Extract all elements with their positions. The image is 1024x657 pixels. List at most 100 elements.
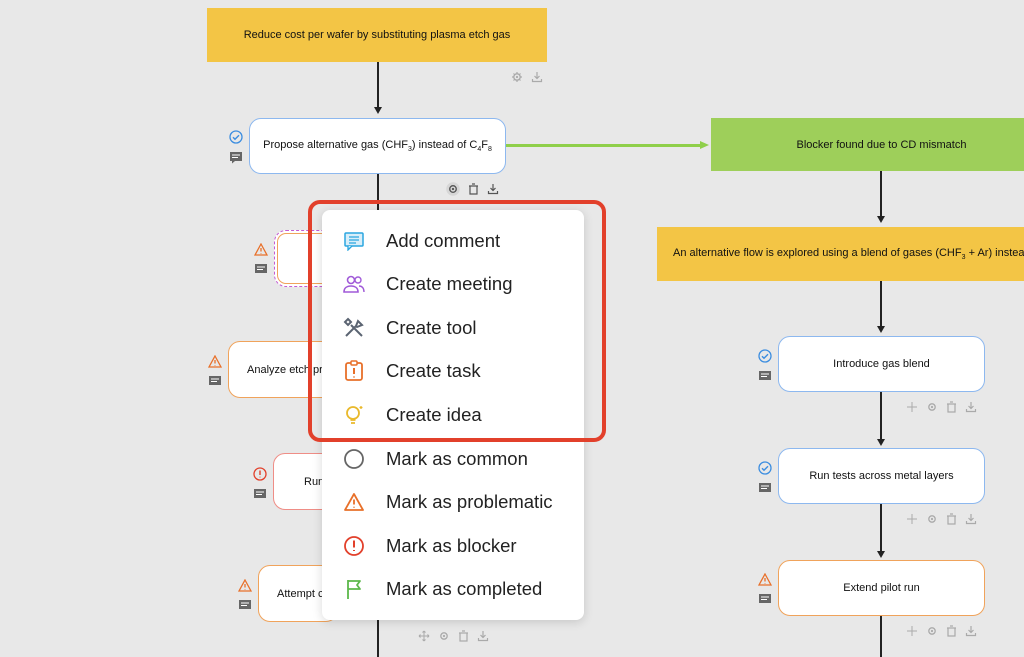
move-icon[interactable] [906, 513, 918, 525]
comment-icon[interactable] [238, 599, 252, 612]
goal-node[interactable]: Reduce cost per wafer by substituting pl… [207, 8, 547, 62]
left-node-5-label: Run [304, 475, 325, 488]
comment-icon[interactable] [229, 151, 243, 164]
menu-item-mark-completed[interactable]: Mark as completed [322, 568, 584, 610]
left-node-4[interactable]: Analyze etch pro [228, 341, 338, 398]
move-icon[interactable] [906, 401, 918, 413]
arrow-head [877, 439, 885, 446]
menu-label: Add comment [386, 230, 501, 251]
move-icon[interactable] [418, 630, 430, 642]
menu-item-mark-common[interactable]: Mark as common [322, 438, 584, 480]
gear-icon[interactable] [438, 630, 450, 642]
goal-node-label: Reduce cost per wafer by substituting pl… [243, 29, 511, 41]
menu-label: Create tool [386, 317, 477, 338]
comment-icon[interactable] [208, 375, 222, 388]
tools-icon [343, 317, 364, 337]
menu-item-add-comment[interactable]: Add comment [322, 220, 584, 262]
download-icon[interactable] [531, 71, 543, 83]
download-icon[interactable] [477, 630, 489, 642]
arrow-head [877, 326, 885, 333]
blocker-node[interactable]: Blocker found due to CD mismatch [711, 118, 1024, 171]
gear-icon[interactable] [446, 182, 460, 196]
gas-blend-node-label: Introduce gas blend [833, 358, 930, 370]
context-menu: Add comment Create meeting Create tool C… [322, 210, 584, 620]
arrow-head-right [700, 141, 709, 149]
left-node-6-label: Attempt c [277, 587, 324, 600]
alt-flow-node-label: An alternative flow is explored using a … [673, 246, 1024, 262]
download-icon[interactable] [965, 625, 977, 637]
warning-icon [237, 578, 253, 592]
flag-icon [347, 580, 361, 599]
menu-label: Mark as blocker [386, 535, 517, 556]
comment-icon[interactable] [758, 370, 772, 383]
warning-icon [344, 493, 364, 511]
download-icon[interactable] [487, 183, 499, 195]
left-node-4-status [207, 354, 224, 393]
arrow-head [877, 551, 885, 558]
trash-icon[interactable] [468, 183, 479, 195]
menu-label: Mark as completed [386, 578, 543, 599]
menu-label: Mark as common [386, 448, 528, 469]
check-circle-icon [758, 461, 772, 475]
menu-label: Create meeting [386, 273, 513, 294]
circle-icon [344, 449, 364, 469]
download-icon[interactable] [965, 513, 977, 525]
connector-propose-blocker [506, 144, 702, 147]
connector-right-1 [880, 171, 882, 217]
warning-icon [207, 354, 223, 368]
tests-node-label: Run tests across metal layers [809, 470, 954, 482]
alt-flow-node[interactable]: An alternative flow is explored using a … [657, 227, 1024, 281]
trash-icon[interactable] [946, 513, 957, 525]
gas-blend-node-status [758, 349, 774, 388]
comment-icon[interactable] [254, 263, 268, 276]
left-node-6-status [237, 578, 254, 617]
menu-item-create-meeting[interactable]: Create meeting [322, 263, 584, 305]
download-icon[interactable] [965, 401, 977, 413]
connector-right-4 [880, 504, 882, 552]
propose-node-status [229, 130, 245, 169]
menu-label: Create idea [386, 404, 482, 425]
menu-item-create-idea[interactable]: Create idea [322, 394, 584, 436]
menu-item-create-tool[interactable]: Create tool [322, 307, 584, 349]
tests-node-status [758, 461, 774, 500]
extend-pilot-node-status [757, 572, 774, 611]
gear-icon[interactable] [926, 401, 938, 413]
blocker-icon [253, 467, 267, 481]
extend-pilot-node[interactable]: Extend pilot run [778, 560, 985, 616]
arrow-head [877, 216, 885, 223]
menu-item-create-task[interactable]: Create task [322, 350, 584, 392]
gas-blend-node-toolbar [906, 401, 977, 413]
comment-icon[interactable] [758, 593, 772, 606]
extend-pilot-node-label: Extend pilot run [843, 582, 920, 594]
menu-item-mark-problematic[interactable]: Mark as problematic [322, 481, 584, 523]
menu-item-mark-blocker[interactable]: Mark as blocker [322, 525, 584, 567]
gear-icon[interactable] [926, 513, 938, 525]
gear-icon[interactable] [511, 71, 523, 83]
gear-icon[interactable] [926, 625, 938, 637]
propose-node[interactable]: Propose alternative gas (CHF3) instead o… [249, 118, 506, 174]
connector-right-5 [880, 616, 882, 657]
gas-blend-node[interactable]: Introduce gas blend [778, 336, 985, 392]
meeting-icon [343, 275, 365, 293]
goal-node-toolbar [511, 71, 543, 83]
tests-node[interactable]: Run tests across metal layers [778, 448, 985, 504]
extend-pilot-node-toolbar [906, 625, 977, 637]
warning-icon [757, 572, 773, 586]
comment-icon[interactable] [253, 488, 267, 501]
blocker-node-label: Blocker found due to CD mismatch [796, 138, 967, 151]
move-icon[interactable] [906, 625, 918, 637]
trash-icon[interactable] [946, 625, 957, 637]
comment-icon[interactable] [758, 482, 772, 495]
menu-label: Mark as problematic [386, 491, 553, 512]
trash-icon[interactable] [458, 630, 469, 642]
left-node-6-toolbar [418, 630, 489, 642]
warning-icon [253, 242, 269, 256]
idea-icon [346, 406, 363, 424]
menu-label: Create task [386, 360, 481, 381]
trash-icon[interactable] [946, 401, 957, 413]
tests-node-toolbar [906, 513, 977, 525]
check-circle-icon [758, 349, 772, 363]
comment-icon [344, 232, 364, 251]
connector-right-2 [880, 281, 882, 327]
connector-goal-propose [377, 62, 379, 108]
